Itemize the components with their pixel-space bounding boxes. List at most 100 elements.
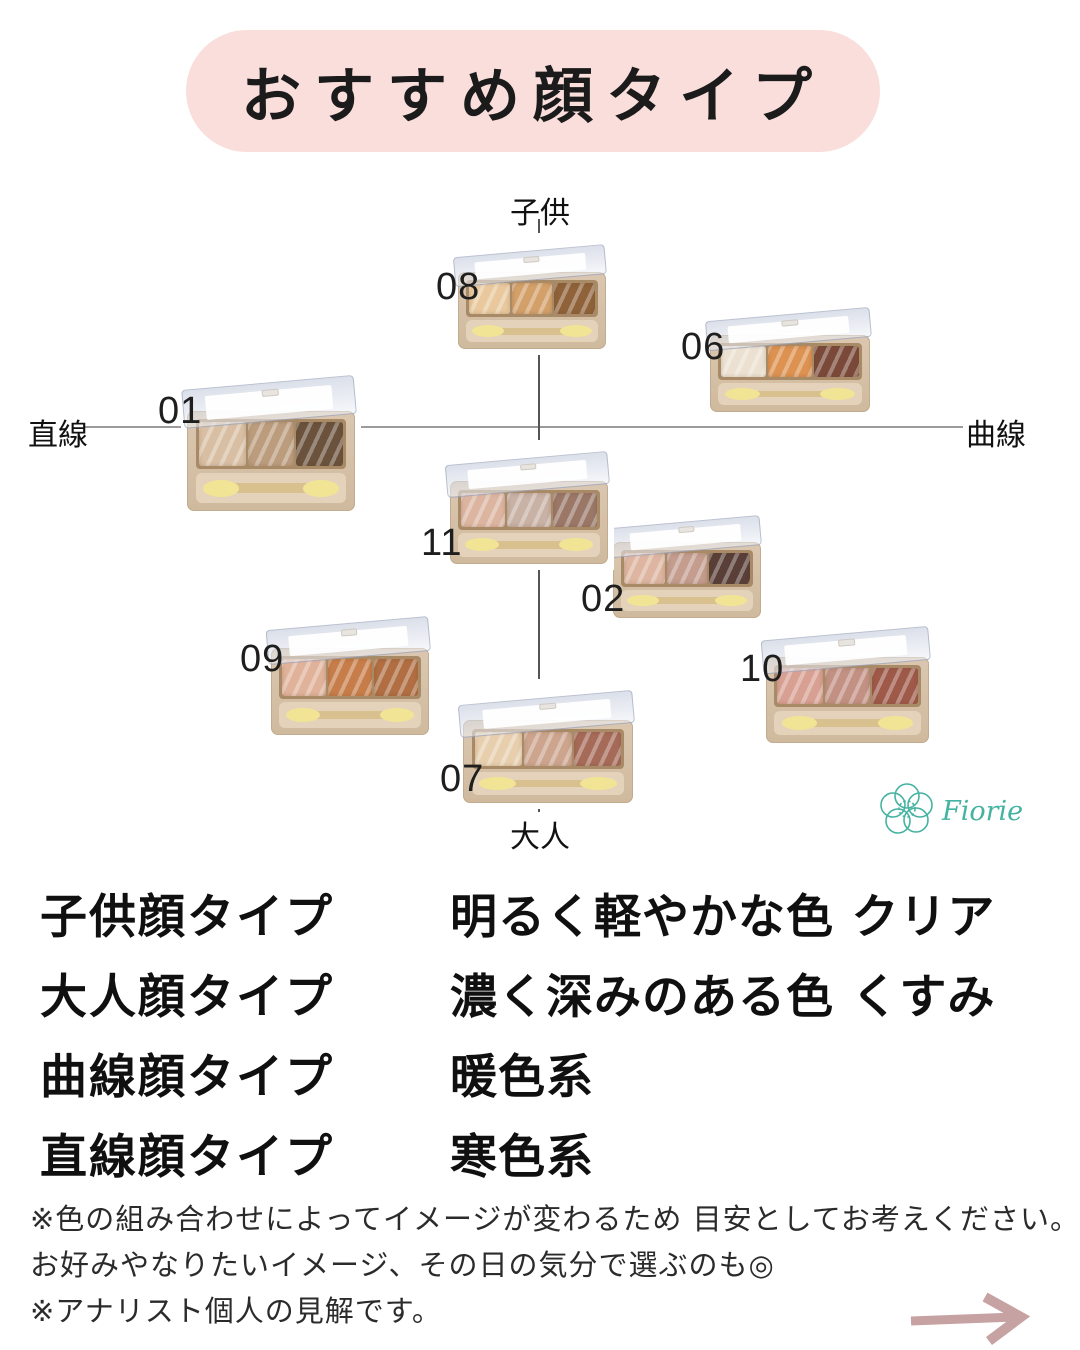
applicator-sponge-right [714, 594, 747, 607]
eyeshadow-pan [474, 732, 523, 766]
legend: 子供顔タイプ明るく軽やかな色 クリア大人顔タイプ濃く深みのある色 くすみ曲線顔タ… [40, 872, 1050, 1192]
palette-lid [760, 620, 931, 675]
legend-label: 大人顔タイプ [40, 969, 334, 1025]
palette-number-01: 01 [158, 390, 203, 432]
eyeshadow-pan [872, 668, 918, 705]
legend-row: 大人顔タイプ 濃く深みのある色 くすみ [40, 952, 1050, 1032]
eyeshadow-pan [814, 346, 859, 378]
legend-row: 直線顔タイプ 寒色系 [40, 1112, 1050, 1192]
legend-label: 直線顔タイプ [40, 1129, 334, 1185]
palette-number-10: 10 [740, 648, 785, 690]
palette-case [463, 720, 633, 803]
palette-10 [760, 614, 935, 749]
palette-08 [452, 233, 612, 355]
eyeshadow-pans [620, 550, 754, 587]
applicator-stick [301, 710, 399, 719]
eyeshadow-pan [328, 658, 372, 696]
eyeshadow-pan [552, 492, 597, 527]
eyeshadow-pan [623, 553, 665, 584]
legend-value: 濃く深みのある色 くすみ [450, 969, 996, 1025]
legend-value: 寒色系 [450, 1129, 594, 1185]
palette-number-07: 07 [440, 758, 485, 800]
brand-logo: Fiorie [880, 782, 1023, 840]
applicator-tray [471, 771, 625, 796]
legend-label: 子供顔タイプ [40, 889, 334, 945]
legend-row: 子供顔タイプ 明るく軽やかな色 クリア [40, 872, 1050, 952]
eyeshadow-pans [458, 489, 600, 530]
eyeshadow-pan [666, 553, 708, 584]
page-title: おすすめ顔タイプ [241, 61, 825, 132]
palette-case [450, 481, 608, 564]
applicator-sponge-right [379, 707, 414, 723]
palette-lid [265, 610, 431, 665]
eyeshadow-pans [774, 665, 921, 708]
applicator-stick [219, 483, 323, 494]
eyeshadow-pans [718, 343, 862, 381]
eyeshadow-pan [468, 282, 510, 315]
horizontal-axis-line [85, 426, 963, 428]
lid-latch [523, 255, 540, 263]
eyeshadow-pan [573, 732, 622, 766]
applicator-sponge-left [781, 716, 817, 730]
palette-number-11: 11 [421, 522, 463, 564]
palette-number-09: 09 [240, 638, 285, 680]
palette-case [766, 656, 929, 743]
title-pill: おすすめ顔タイプ [186, 30, 880, 152]
eyeshadow-pan [198, 422, 246, 467]
palette-lid [444, 446, 610, 498]
applicator-sponge-right [878, 716, 914, 730]
eyeshadow-pan [524, 732, 572, 766]
applicator-tray [465, 320, 599, 343]
eyeshadow-pan [461, 492, 506, 527]
palette-number-06: 06 [681, 326, 726, 368]
palette-number-08: 08 [436, 266, 481, 308]
applicator-sponge-right [558, 538, 593, 552]
eyeshadow-pan [824, 668, 871, 705]
applicator-sponge-left [286, 707, 321, 723]
palette-case [458, 272, 606, 349]
applicator-sponge-left [479, 777, 516, 791]
axis-label-adult: 大人 [510, 820, 570, 855]
applicator-stick [641, 597, 733, 604]
applicator-sponge-right [820, 387, 855, 400]
applicator-sponge-right [580, 777, 617, 791]
applicator-stick [486, 327, 578, 335]
palette-02 [607, 504, 767, 624]
lid-latch [260, 388, 279, 397]
legend-value: 明るく軽やかな色 クリア [450, 889, 996, 945]
eyeshadow-pans [195, 419, 347, 470]
applicator-sponge-left [725, 387, 760, 400]
applicator-tray [458, 533, 600, 557]
footnotes: ※色の組み合わせによってイメージが変わるため 目安としてお考えください。お好みや… [30, 1196, 1080, 1334]
palette-case [187, 410, 355, 511]
lid-latch [340, 628, 358, 637]
eyeshadow-pan [507, 492, 551, 527]
applicator-tray [620, 589, 754, 612]
eyeshadow-pan [777, 668, 823, 705]
footnote-line: ※色の組み合わせによってイメージが変わるため 目安としてお考えください。 [30, 1202, 1080, 1236]
axis-label-straight: 直線 [28, 418, 88, 453]
footnote-line: お好みやなりたいイメージ、その日の気分で選ぶのも◎ [30, 1248, 775, 1282]
lid-latch [837, 638, 856, 647]
eyeshadow-pan [721, 346, 766, 378]
eyeshadow-pans [471, 729, 625, 769]
palette-09 [265, 604, 435, 741]
footnote-line: ※アナリスト個人の見解です。 [30, 1294, 442, 1328]
eyeshadow-pan [767, 346, 813, 378]
applicator-stick [797, 719, 898, 728]
applicator-sponge-right [302, 479, 339, 497]
eyeshadow-pan [296, 422, 344, 467]
legend-value: 暖色系 [450, 1049, 594, 1105]
palette-07 [457, 679, 639, 809]
applicator-sponge-left [627, 594, 660, 607]
eyeshadow-pan [511, 282, 553, 315]
palette-11 [444, 440, 614, 570]
flower-icon [880, 783, 933, 834]
applicator-sponge-left [472, 325, 505, 338]
applicator-tray [195, 473, 347, 504]
axis-label-child: 子供 [510, 196, 570, 231]
applicator-sponge-left [465, 538, 500, 552]
palette-number-02: 02 [581, 578, 626, 620]
applicator-sponge-right [559, 325, 592, 338]
